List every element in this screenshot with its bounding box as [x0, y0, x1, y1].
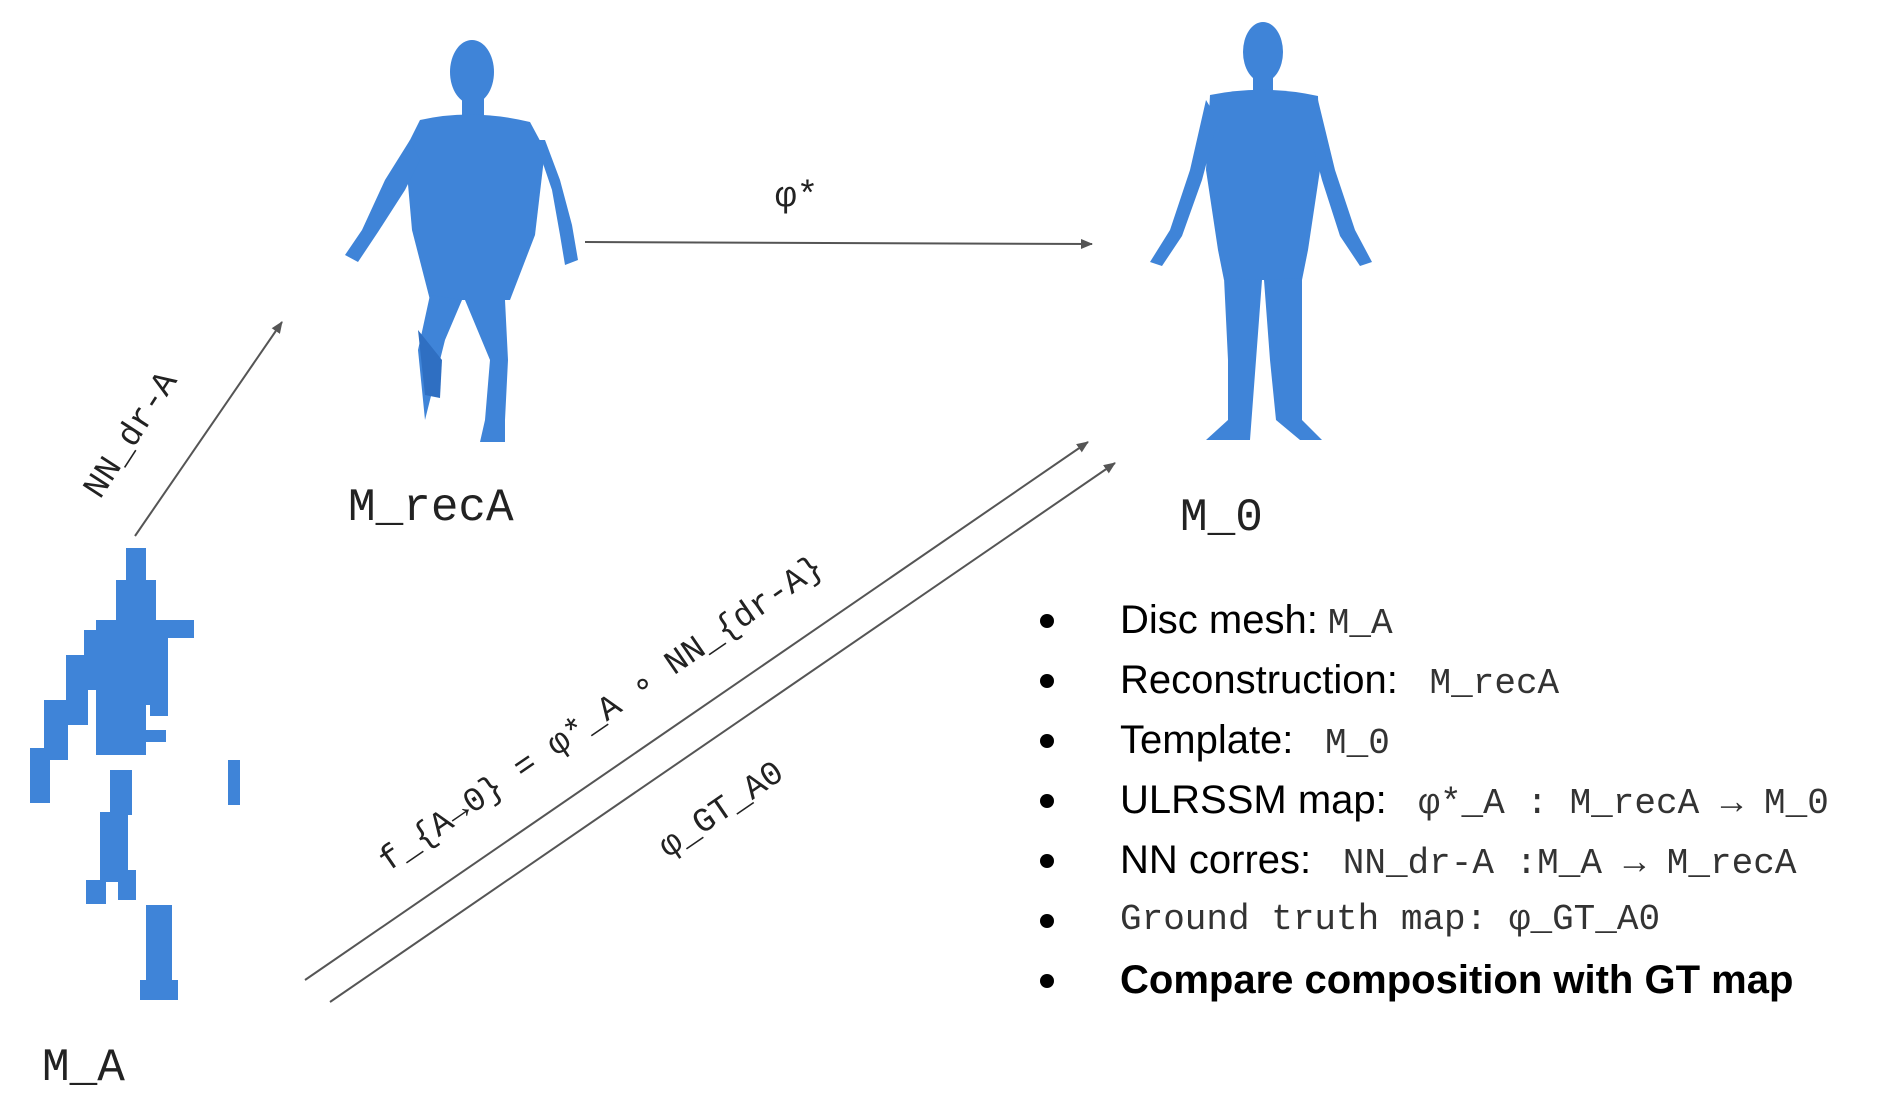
- bullet-icon: [1040, 614, 1054, 628]
- legend-item-label: Disc mesh:: [1120, 598, 1318, 642]
- legend-item: Reconstruction: M_recA: [1040, 650, 1900, 710]
- node-label-m-reca: M_recA: [348, 482, 514, 534]
- bullet-icon: [1040, 974, 1054, 988]
- legend-item-math: NN_dr-A :M_A → M_recA: [1321, 843, 1797, 884]
- node-label-m-a: M_A: [42, 1042, 125, 1094]
- legend-item-math: M_recA: [1407, 663, 1560, 704]
- legend-item: ULRSSM map: φ*_A : M_recA → M_0: [1040, 770, 1900, 830]
- legend-item-bold: Compare composition with GT map: [1120, 958, 1794, 1002]
- legend-item: Template: M_0: [1040, 710, 1900, 770]
- bullet-icon: [1040, 854, 1054, 868]
- edge-label-phi-gt: φ_GT_A0: [653, 755, 792, 867]
- bullet-icon: [1040, 794, 1054, 808]
- legend-item-math: M_0: [1303, 723, 1390, 764]
- legend-item-math: M_A: [1327, 603, 1393, 644]
- legend-item-label: Template:: [1120, 718, 1294, 762]
- arrow-phi-star: [584, 238, 1093, 249]
- legend-item-label: Reconstruction:: [1120, 658, 1398, 702]
- arrow-composition: [304, 441, 1089, 981]
- legend-item: NN corres: NN_dr-A :M_A → M_recA: [1040, 830, 1900, 890]
- arrow-phi-gt: [329, 462, 1116, 1003]
- legend-item-label: ULRSSM map:: [1120, 778, 1387, 822]
- legend-item-math: φ*_A : M_recA → M_0: [1396, 783, 1829, 824]
- edge-label-phi-star: φ*: [775, 176, 818, 217]
- legend: Disc mesh:M_A Reconstruction: M_recA Tem…: [1040, 590, 1900, 1010]
- legend-item: Compare composition with GT map: [1040, 950, 1900, 1010]
- legend-item: Disc mesh:M_A: [1040, 590, 1900, 650]
- bullet-icon: [1040, 914, 1054, 928]
- legend-item: Ground truth map: φ_GT_A0: [1040, 890, 1900, 950]
- legend-item-label: NN corres:: [1120, 838, 1312, 882]
- legend-item-gt: Ground truth map: φ_GT_A0: [1120, 899, 1661, 940]
- arrow-nn-dr-a: [134, 321, 283, 537]
- mesh-m-0: [1150, 22, 1372, 440]
- node-label-m-0: M_0: [1180, 492, 1263, 544]
- bullet-icon: [1040, 674, 1054, 688]
- edge-label-composition: f_{A→0} = φ*_A ∘ NN_{dr-A}: [373, 549, 832, 881]
- bullet-icon: [1040, 734, 1054, 748]
- mesh-m-reca: [345, 40, 578, 442]
- mesh-m-a: [30, 548, 240, 1000]
